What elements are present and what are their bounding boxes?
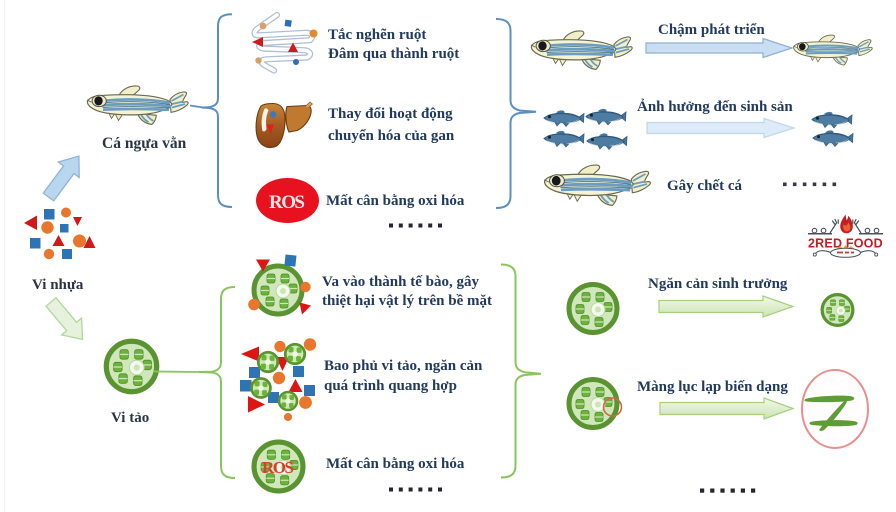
svg-text:Chậm phát triển: Chậm phát triển [658, 22, 765, 38]
svg-text:Gây chết cá: Gây chết cá [667, 178, 742, 194]
svg-text:Tắc nghẽn ruột: Tắc nghẽn ruột [328, 27, 426, 43]
svg-text:Va vào thành tế bào, gây: Va vào thành tế bào, gây [322, 274, 479, 290]
svg-text:ROS: ROS [262, 458, 294, 477]
svg-text:Vi nhựa: Vi nhựa [32, 277, 84, 293]
svg-text:Ngăn cản sinh trưởng: Ngăn cản sinh trưởng [648, 276, 788, 292]
svg-text:Mất cân bằng oxi hóa: Mất cân bằng oxi hóa [326, 456, 465, 472]
svg-text:Thay đổi hoạt động: Thay đổi hoạt động [328, 106, 453, 122]
svg-text:Cá ngựa vằn: Cá ngựa vằn [102, 135, 187, 152]
svg-text:Bao phủ vi tảo, ngăn cản: Bao phủ vi tảo, ngăn cản [324, 358, 483, 374]
svg-text:ROS: ROS [269, 192, 305, 213]
svg-text:Vi tảo: Vi tảo [111, 410, 149, 426]
svg-text:quá trình quang hợp: quá trình quang hợp [324, 378, 457, 394]
svg-text:thiệt hại vật lý trên bề mặt: thiệt hại vật lý trên bề mặt [322, 293, 492, 309]
svg-text:2RED FOOD: 2RED FOOD [808, 237, 883, 251]
svg-text:chuyển hóa của gan: chuyển hóa của gan [328, 128, 455, 144]
svg-text:Mất cân bằng oxi hóa: Mất cân bằng oxi hóa [326, 193, 465, 209]
svg-text:Ảnh hưởng đến sinh sản: Ảnh hưởng đến sinh sản [637, 98, 793, 115]
svg-text:Đâm qua thành ruột: Đâm qua thành ruột [328, 46, 459, 62]
svg-text:Màng lục lạp biến dạng: Màng lục lạp biến dạng [637, 379, 788, 395]
